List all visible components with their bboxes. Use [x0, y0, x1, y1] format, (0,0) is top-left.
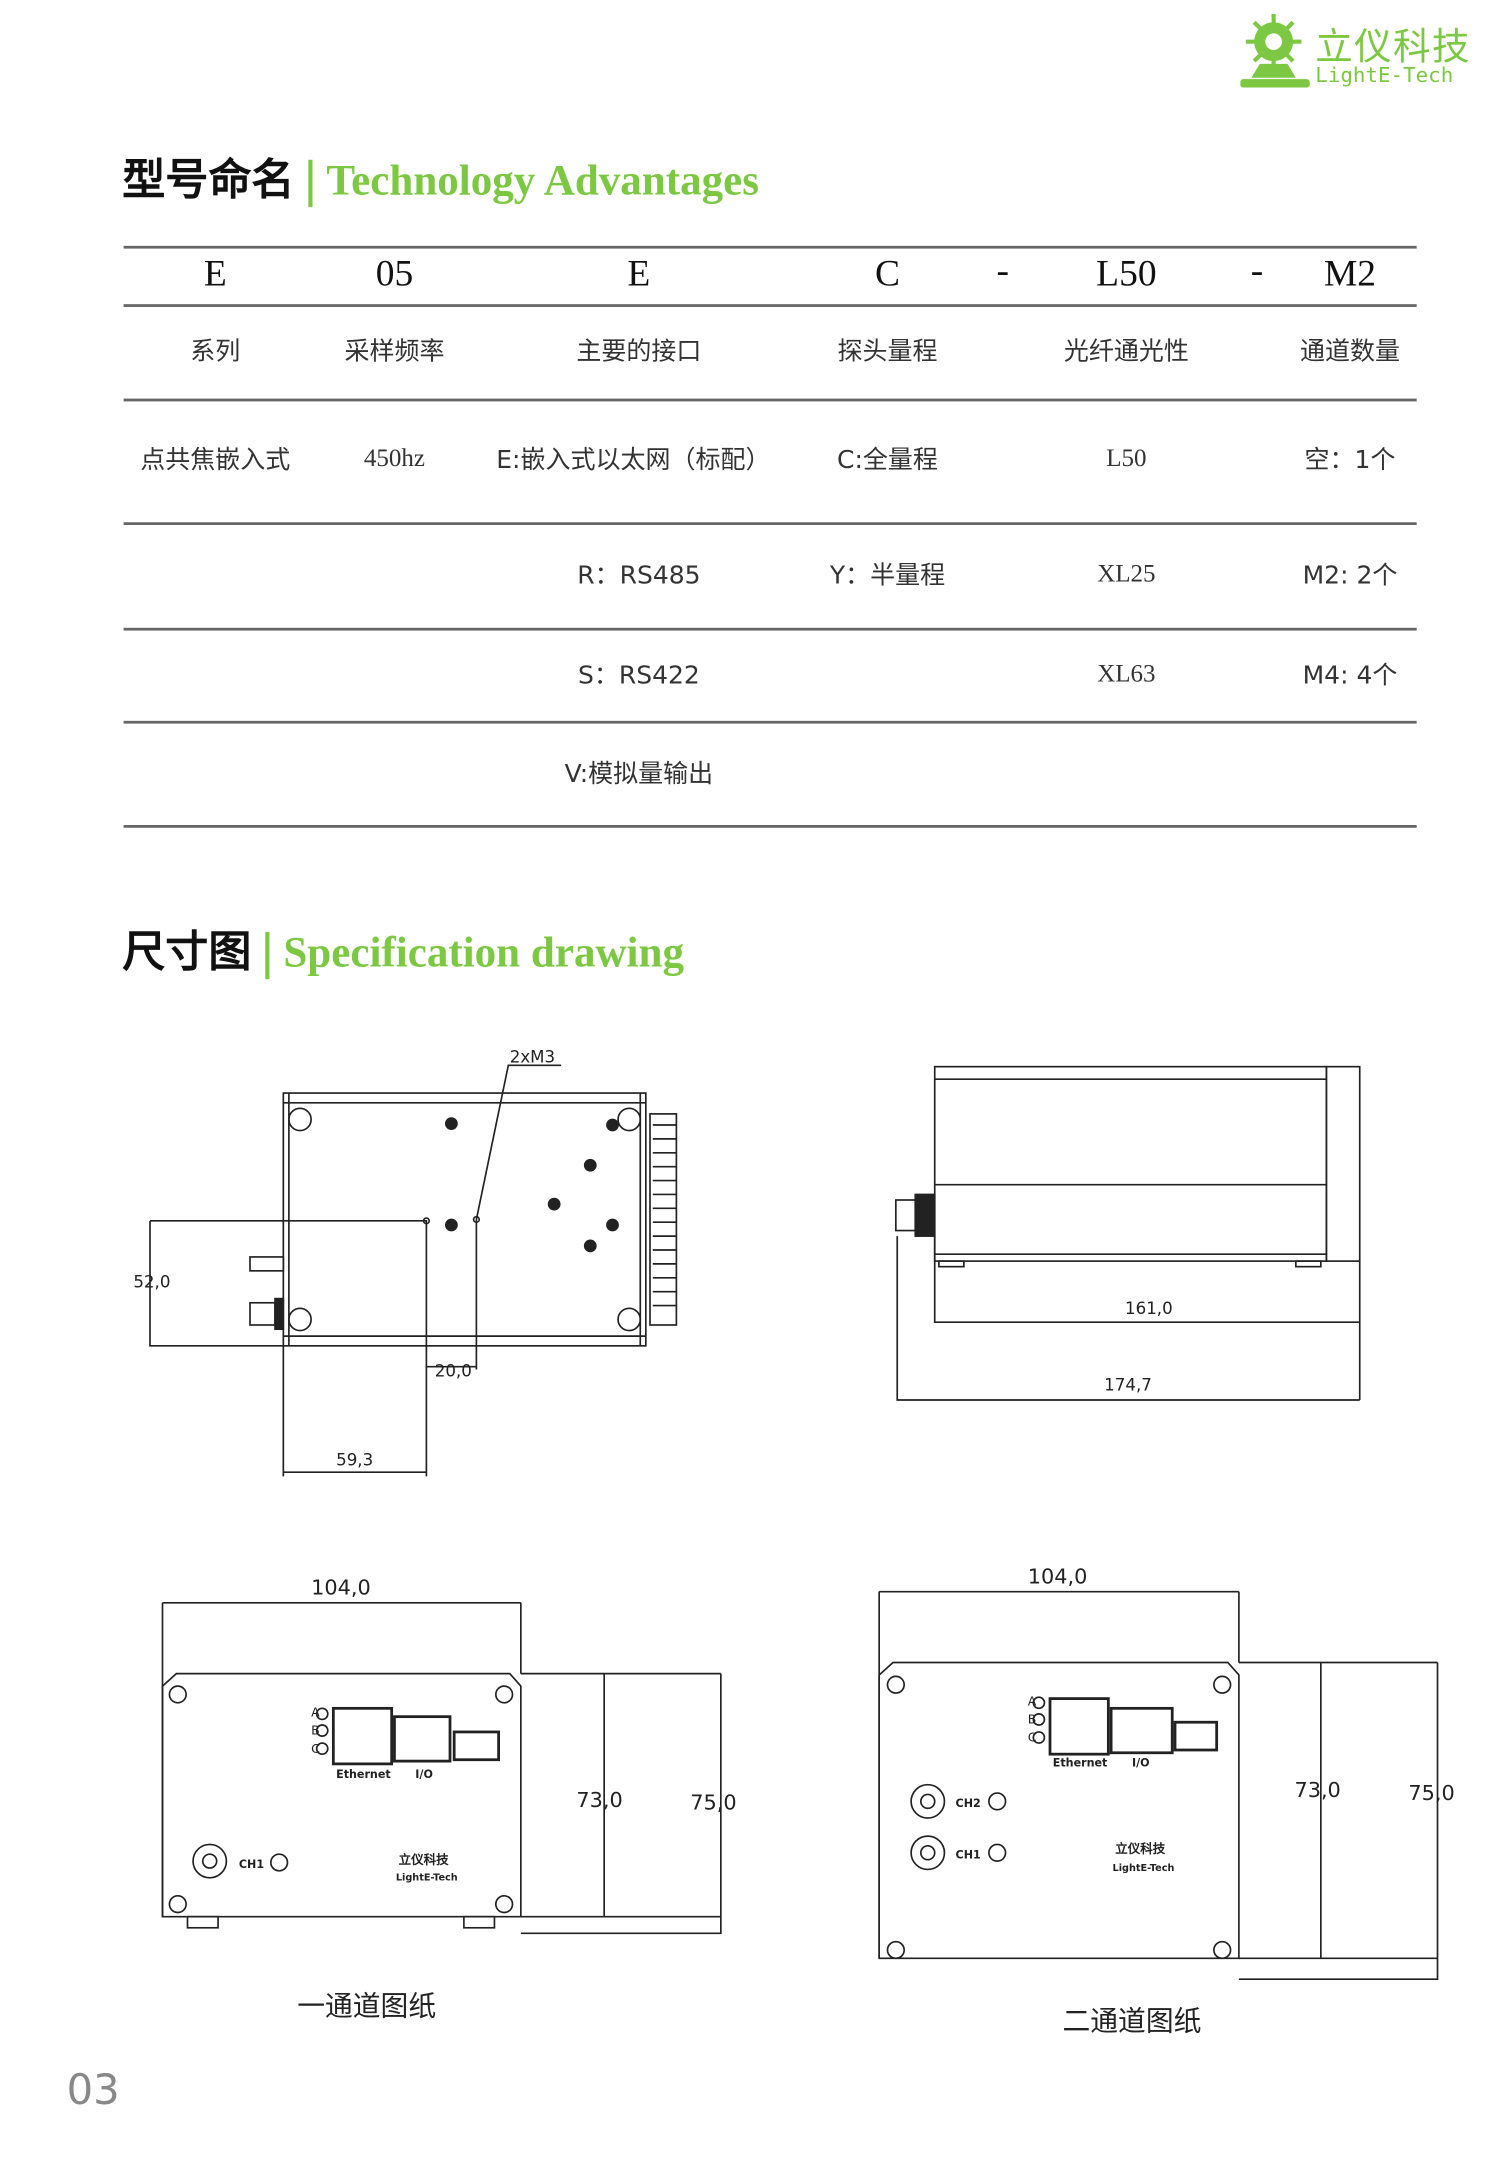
io-label: I/O — [415, 1768, 433, 1781]
panel-logo-cn: 立仪科技 — [1115, 1841, 1166, 1856]
top-view-drawing: 2xM3 52,0 20,0 59,3 — [133, 1048, 678, 1477]
led-label: B — [1028, 1712, 1037, 1727]
table-cell: S：RS422 — [577, 661, 700, 691]
table-cell: V:模拟量输出 — [564, 759, 714, 789]
ch1-label: CH1 — [239, 1858, 264, 1871]
panel-logo-en: LightE-Tech — [1113, 1863, 1175, 1874]
table-cell: XL25 — [1097, 559, 1156, 587]
dim-x2-label: 59,3 — [336, 1450, 373, 1469]
dim-h1-label: 73,0 — [1294, 1778, 1340, 1802]
header-cell: 主要的接口 — [576, 337, 702, 367]
divider — [123, 398, 1417, 402]
dim-body-label: 161,0 — [1125, 1299, 1173, 1318]
code-dash: - — [1250, 249, 1264, 291]
table-cell: C:全量程 — [837, 445, 938, 476]
dim-width-label: 104,0 — [311, 1575, 371, 1599]
dim-h2-label: 75,0 — [1408, 1781, 1454, 1805]
table-cell: XL63 — [1097, 659, 1156, 687]
logo-icon — [1240, 13, 1310, 88]
ch2-label: CH2 — [956, 1797, 981, 1810]
table-cell: M4: 4个 — [1302, 661, 1398, 691]
front-panel-two-channel: A B C Ethernet I/O CH2 CH1 立仪科技 LightE-T… — [878, 1564, 1455, 1981]
table-cell: E:嵌入式以太网（标配） — [496, 445, 771, 476]
code-series: E — [203, 252, 227, 294]
page-number: 03 — [66, 2066, 120, 2116]
header-cell: 通道数量 — [1300, 337, 1401, 367]
table-cell: 点共焦嵌入式 — [140, 445, 291, 476]
header-cell: 探头量程 — [837, 337, 938, 367]
divider — [123, 720, 1417, 724]
code-interface: E — [627, 252, 651, 294]
dim-total-label: 174,7 — [1104, 1375, 1152, 1394]
caption-one-channel: 一通道图纸 — [297, 1988, 437, 2023]
front-panel-one-channel: A B C Ethernet I/O CH1 立仪科技 LightE-Tech … — [161, 1575, 737, 1935]
divider — [123, 245, 1417, 249]
table-cell: R：RS485 — [577, 561, 701, 591]
table-cell: Y：半量程 — [829, 561, 946, 591]
ethernet-label: Ethernet — [1053, 1757, 1108, 1770]
specification-drawings: 2xM3 52,0 20,0 59,3 161,0 174,7 A B C Et… — [133, 1048, 1455, 1981]
led-label: A — [1028, 1694, 1037, 1709]
table-cell: M2: 2个 — [1302, 561, 1398, 591]
led-label: C — [311, 1741, 320, 1756]
table-cell: 450hz — [363, 443, 426, 472]
side-view-drawing: 161,0 174,7 — [895, 1065, 1361, 1401]
ch1-label: CH1 — [956, 1848, 981, 1861]
divider — [123, 825, 1417, 828]
led-label: C — [1028, 1730, 1037, 1745]
code-channels: M2 — [1323, 252, 1377, 294]
divider — [123, 522, 1417, 526]
dim-height-label: 52,0 — [133, 1273, 170, 1292]
led-label: B — [311, 1723, 320, 1738]
dim-h1-label: 73,0 — [576, 1788, 622, 1812]
logo-text-cn: 立仪科技 — [1315, 26, 1471, 70]
dim-x1-label: 20,0 — [435, 1361, 472, 1380]
caption-two-channel: 二通道图纸 — [1062, 2004, 1202, 2038]
code-dash: - — [996, 249, 1010, 291]
thread-label: 2xM3 — [510, 1048, 555, 1067]
dim-width-label: 104,0 — [1028, 1564, 1088, 1588]
header-cell: 光纤通光性 — [1063, 337, 1189, 367]
dim-h2-label: 75,0 — [690, 1791, 736, 1815]
code-fiber: L50 — [1096, 252, 1157, 294]
code-range: C — [874, 252, 901, 294]
table-cell: L50 — [1106, 443, 1147, 472]
panel-logo-cn: 立仪科技 — [399, 1852, 450, 1867]
table-cell: 空：1个 — [1304, 445, 1396, 476]
header-cell: 采样频率 — [344, 337, 445, 367]
led-label: A — [311, 1705, 320, 1720]
panel-logo-en: LightE-Tech — [396, 1873, 458, 1884]
divider — [123, 304, 1417, 307]
io-label: I/O — [1132, 1757, 1150, 1770]
header-cell: 系列 — [190, 337, 241, 367]
ethernet-label: Ethernet — [336, 1768, 391, 1781]
divider — [123, 627, 1417, 631]
logo-text-en: LightE-Tech — [1315, 62, 1454, 88]
code-frequency: 05 — [375, 252, 414, 294]
